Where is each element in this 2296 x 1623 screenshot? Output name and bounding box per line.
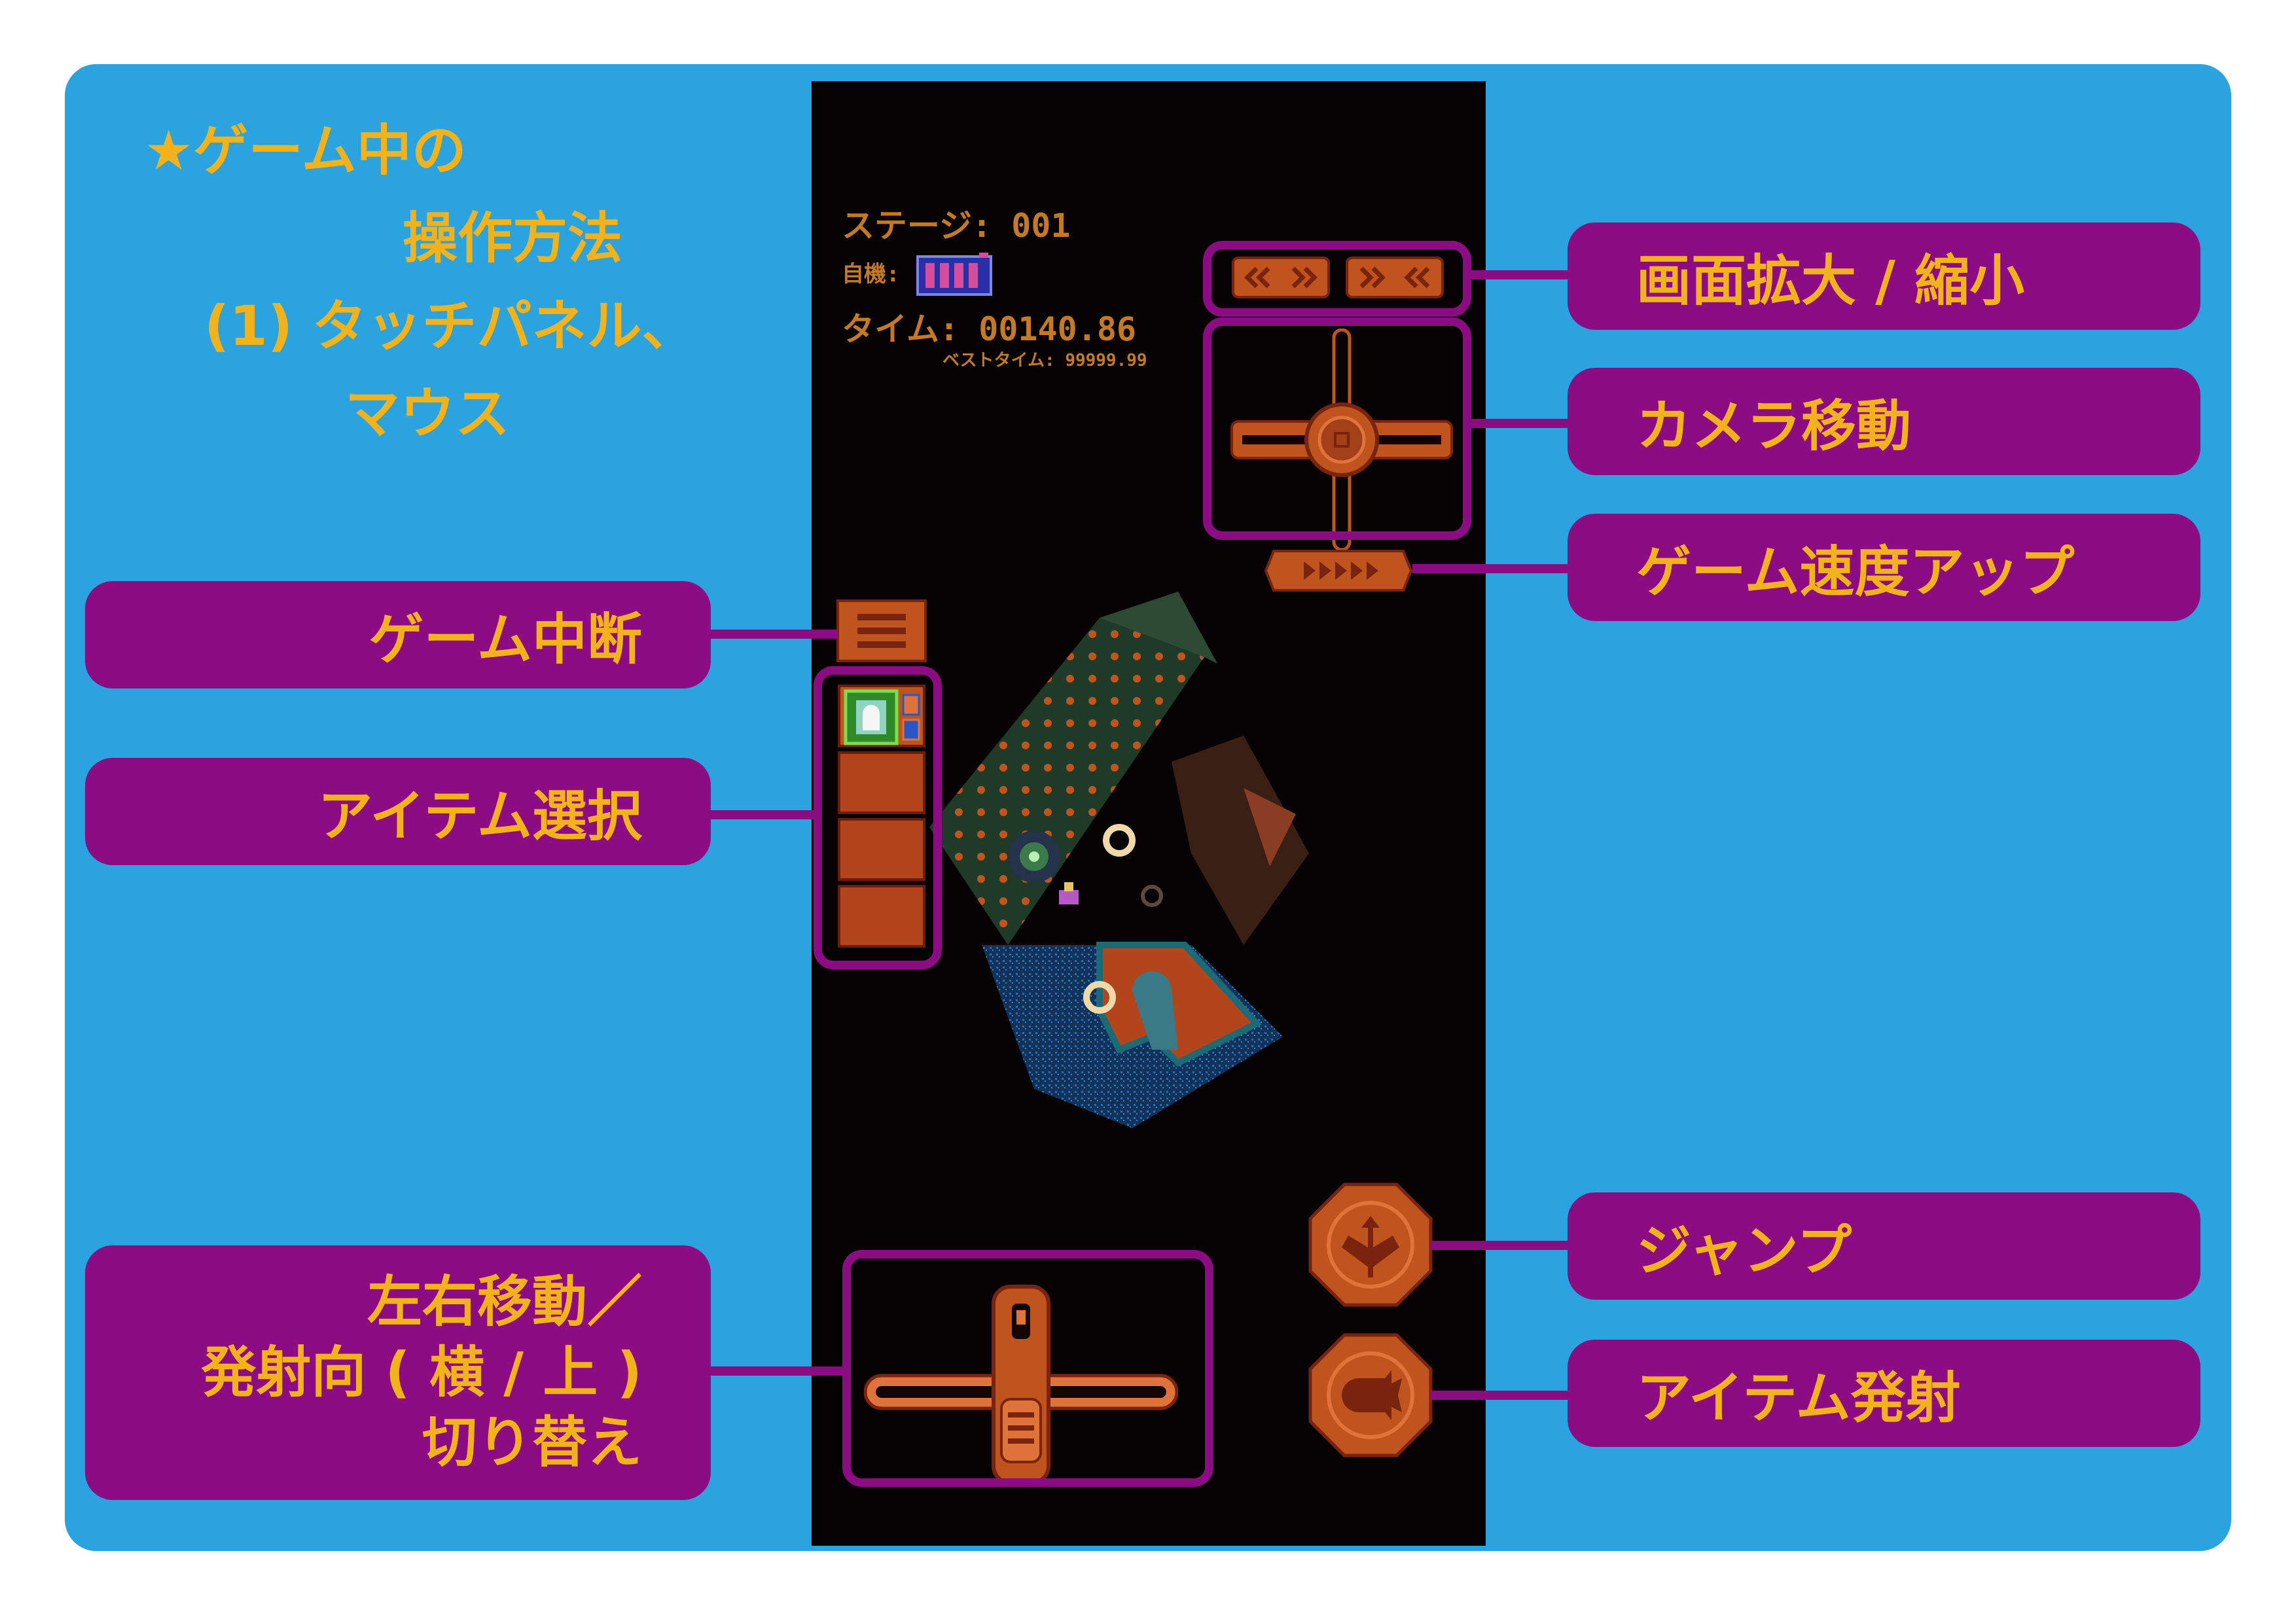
time-indicator: タイム: 00140.86 bbox=[842, 313, 1136, 346]
double-chevron-in-icon bbox=[1244, 266, 1318, 289]
camera-highlight-box bbox=[1203, 317, 1471, 540]
lives-icon bbox=[916, 253, 992, 296]
time-value: 00140.86 bbox=[978, 310, 1137, 348]
zoom-connector bbox=[1470, 270, 1571, 279]
zoom-in-button[interactable] bbox=[1346, 257, 1444, 298]
pause-connector bbox=[707, 630, 838, 639]
heading-line-3: (1) タッチパネル、 bbox=[204, 294, 697, 358]
pause-menu-button[interactable] bbox=[836, 599, 927, 662]
fire-connector bbox=[1431, 1391, 1571, 1400]
stage-indicator: ステージ: 001 bbox=[842, 209, 1071, 242]
jump-connector bbox=[1431, 1241, 1571, 1250]
bird-icon bbox=[1342, 1216, 1399, 1277]
projectile-icon bbox=[1342, 1370, 1402, 1420]
best-time-value: 99999.99 bbox=[1065, 351, 1147, 370]
move-direction-control[interactable] bbox=[864, 1284, 1178, 1487]
camera-label: カメラ移動 bbox=[1568, 368, 2200, 475]
zoom-label: 画面拡大 / 縮小 bbox=[1568, 223, 2200, 330]
item-select-connector bbox=[707, 810, 817, 819]
fire-label: アイテム発射 bbox=[1568, 1340, 2200, 1447]
speed-up-button[interactable] bbox=[1265, 550, 1412, 592]
item-select-label: アイテム選択 bbox=[85, 758, 711, 865]
move-highlight-box bbox=[842, 1250, 1213, 1487]
fast-forward-icon bbox=[1304, 562, 1378, 580]
best-time-label: ベストタイム: bbox=[942, 351, 1055, 370]
menu-icon bbox=[857, 614, 906, 648]
item-slot-4[interactable] bbox=[838, 885, 925, 948]
camera-control[interactable] bbox=[1230, 329, 1453, 551]
double-chevron-out-icon bbox=[1359, 266, 1430, 289]
speed-connector bbox=[1412, 564, 1571, 573]
fire-item-button[interactable] bbox=[1308, 1332, 1433, 1458]
item-slot-1[interactable] bbox=[838, 685, 925, 747]
zoom-highlight-box bbox=[1203, 241, 1471, 317]
pause-label: ゲーム中断 bbox=[85, 581, 711, 688]
item-select-highlight-box bbox=[814, 666, 942, 969]
move-label-line-2: 発射向 ( 横 / 上 ) bbox=[201, 1340, 642, 1404]
item-slot-3[interactable] bbox=[838, 818, 925, 881]
stage-label: ステージ: bbox=[842, 207, 992, 245]
game-world bbox=[929, 592, 1309, 1128]
jump-label: ジャンプ bbox=[1568, 1192, 2200, 1300]
heading-line-2: 操作方法 bbox=[403, 206, 623, 270]
time-label: タイム: bbox=[842, 310, 960, 348]
stage-value: 001 bbox=[1011, 207, 1071, 245]
move-label-line-3: 切り替え bbox=[422, 1410, 642, 1475]
camera-connector bbox=[1470, 419, 1571, 428]
move-label-line-1: 左右移動／ bbox=[367, 1270, 642, 1334]
item-slot-2[interactable] bbox=[838, 751, 925, 814]
zoom-out-button[interactable] bbox=[1232, 257, 1330, 298]
best-time-indicator: ベストタイム: 99999.99 bbox=[942, 352, 1147, 369]
move-label: 左右移動／ 発射向 ( 横 / 上 ) 切り替え bbox=[85, 1245, 711, 1500]
speed-label: ゲーム速度アップ bbox=[1568, 514, 2200, 621]
heading-line-4: マウス bbox=[345, 382, 511, 446]
heading-line-1: ★ゲーム中の bbox=[144, 118, 467, 183]
jump-button[interactable] bbox=[1308, 1182, 1433, 1308]
ghost-item-icon bbox=[844, 689, 920, 745]
lives-label: 自機: bbox=[842, 261, 900, 287]
move-connector bbox=[707, 1366, 846, 1376]
